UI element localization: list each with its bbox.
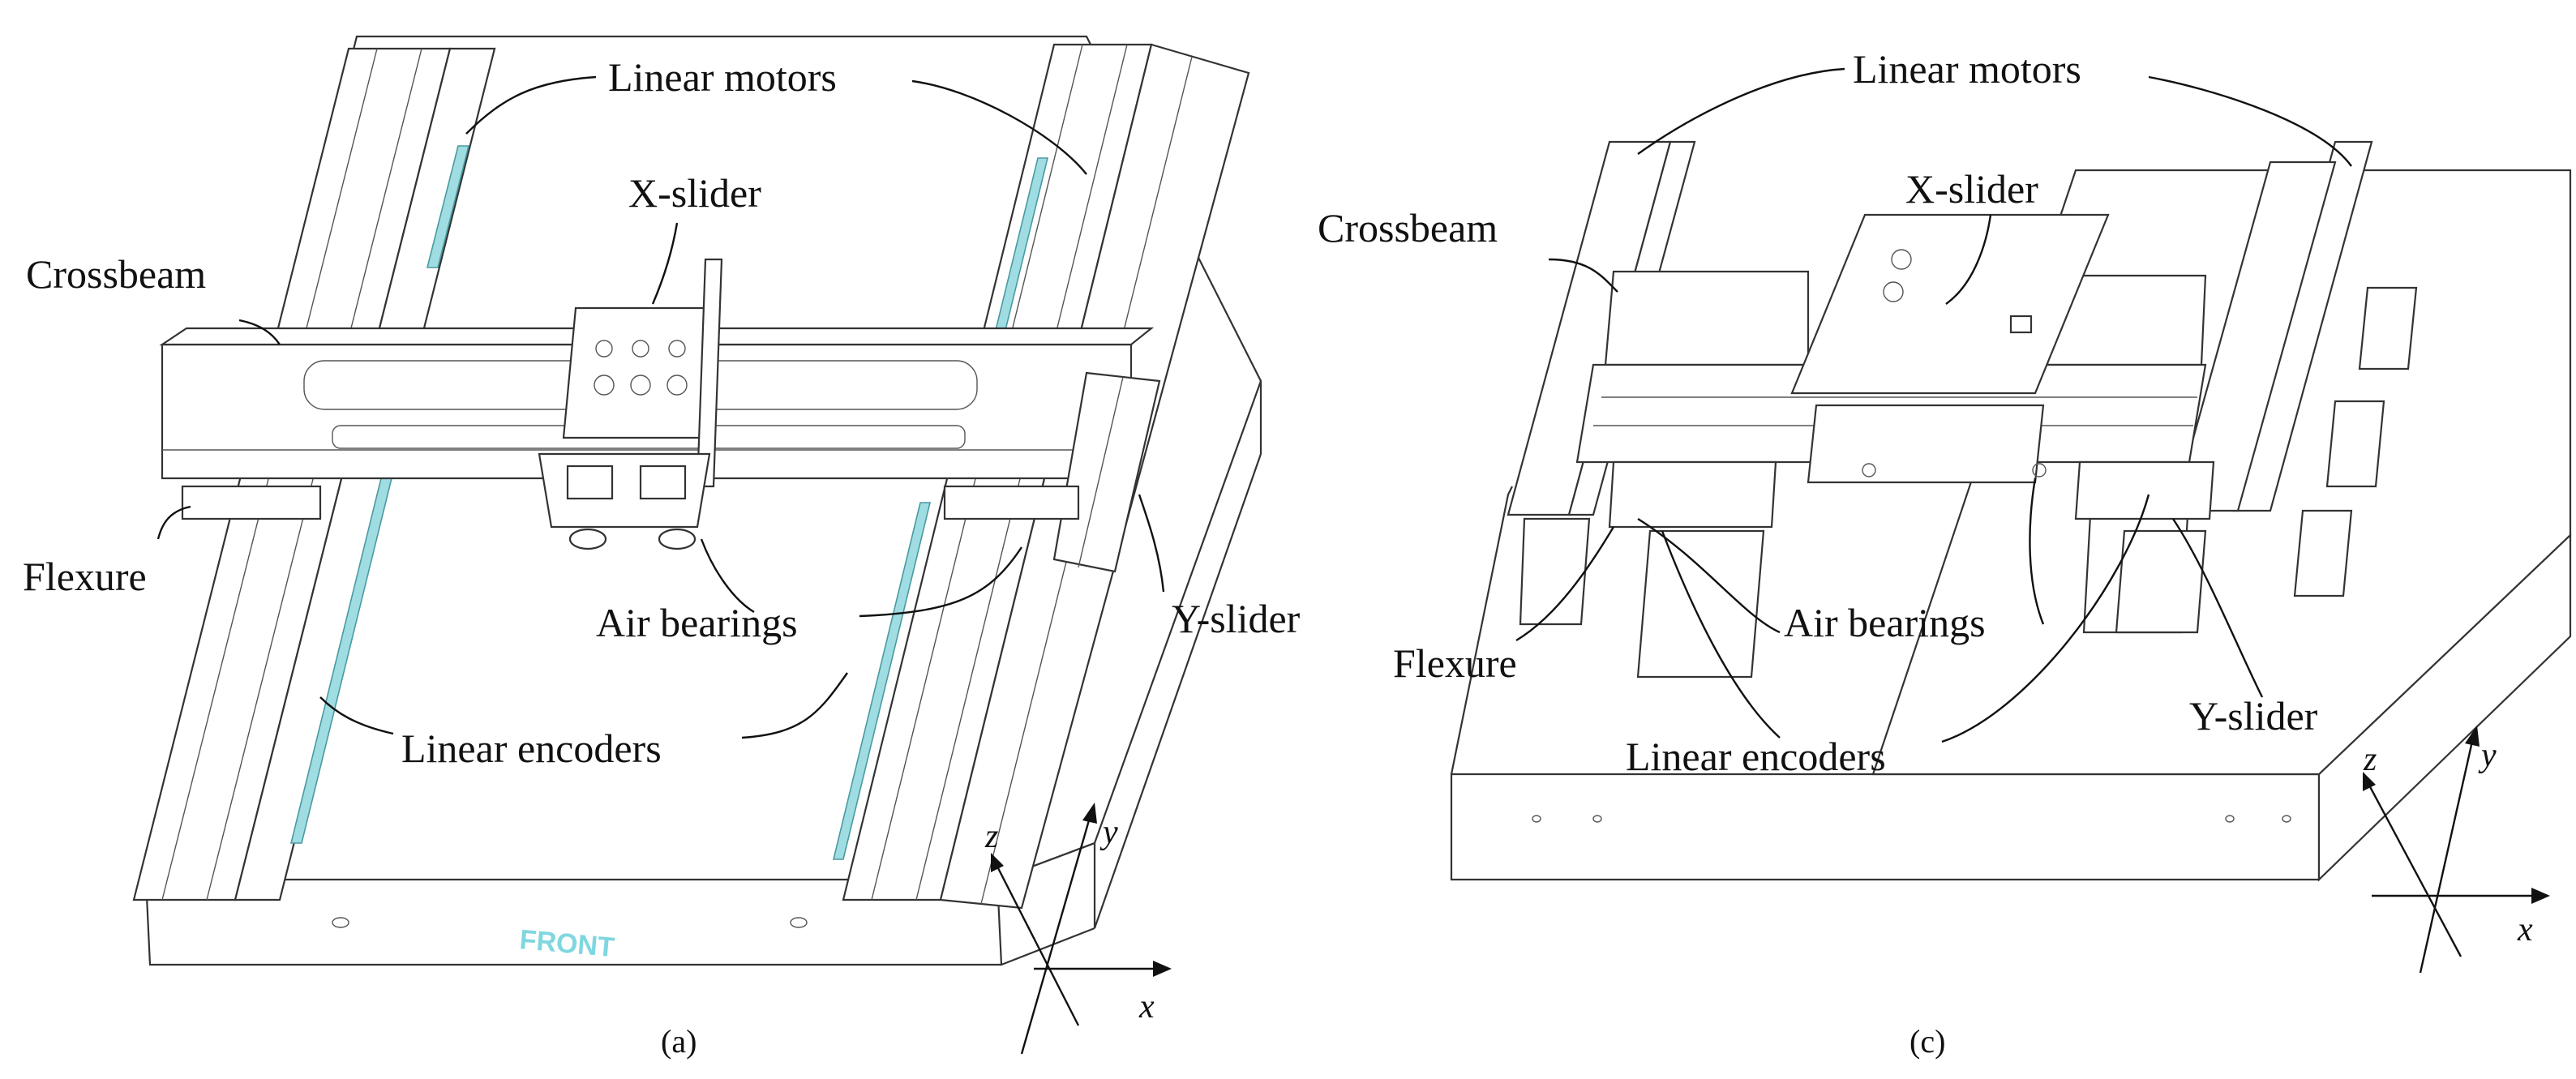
axis-z-label-a: z (984, 818, 998, 855)
panel-c-drawing (1450, 140, 2572, 882)
x-slider-a (538, 258, 723, 550)
labels-a: Linear motors X-slider Crossbeam Flexure… (23, 54, 1301, 1060)
label-flexure-a: Flexure (23, 554, 147, 599)
label-y-slider-a: Y-slider (1172, 596, 1301, 641)
caption-c: (c) (1909, 1023, 1945, 1060)
label-linear-motors-c: Linear motors (1853, 46, 2081, 92)
lower-bearing-blocks-c (1608, 460, 2215, 679)
label-flexure-c: Flexure (1393, 640, 1517, 686)
axis-y-label-a: y (1099, 814, 1118, 851)
coordinate-axes-a (991, 803, 1172, 1055)
label-x-slider-c: X-slider (1905, 166, 2038, 212)
label-air-bearings-c: Air bearings (1784, 600, 1986, 645)
label-linear-encoders-a: Linear encoders (401, 726, 662, 771)
right-block-pockets-c (2293, 286, 2418, 597)
leader-lines-c (1515, 67, 2352, 743)
label-linear-motors-a: Linear motors (608, 54, 837, 100)
axis-z-label-c: z (2363, 741, 2377, 778)
leader-lines-a (156, 75, 1165, 739)
label-crossbeam-a: Crossbeam (26, 251, 206, 297)
x-slider-c (1790, 213, 2110, 484)
panel-a-drawing: FRONT (132, 35, 1262, 966)
caption-a: (a) (661, 1023, 697, 1060)
label-air-bearings-a: Air bearings (596, 600, 798, 645)
axis-y-label-c: y (2478, 737, 2497, 774)
coordinate-axes-c (2363, 726, 2550, 974)
labels-c: Linear motors X-slider Crossbeam Air bea… (1318, 46, 2533, 1060)
flexure-a (181, 485, 1080, 520)
label-x-slider-a: X-slider (628, 170, 761, 216)
axis-x-label-a: x (1138, 988, 1155, 1025)
axis-x-label-c: x (2517, 911, 2533, 948)
label-y-slider-c: Y-slider (2189, 693, 2318, 739)
label-linear-encoders-c: Linear encoders (1626, 734, 1886, 779)
label-crossbeam-c: Crossbeam (1318, 205, 1498, 250)
